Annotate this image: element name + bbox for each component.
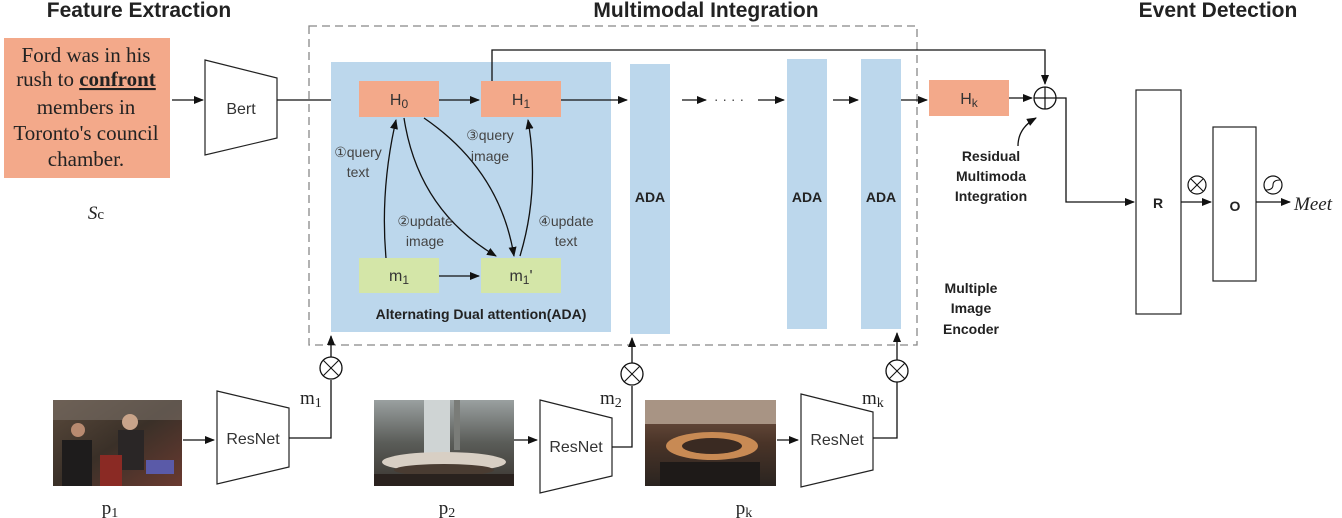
- multi-image-line-3: Encoder: [943, 321, 1000, 337]
- ada-bar-4-label: ADA: [866, 189, 896, 205]
- multi-image-line-2: Image: [951, 300, 992, 316]
- otimes-2-x2: [623, 365, 641, 383]
- residual-skip-line: [491, 49, 1049, 85]
- arrow-query-image: [423, 117, 517, 257]
- pk-label: pk: [736, 498, 753, 518]
- multimodal-integration-title: Multimodal Integration: [593, 0, 818, 22]
- h1-label: H1: [512, 92, 531, 111]
- line-resnet1-otimes: [289, 380, 332, 439]
- ada-caption: Alternating Dual attention(ADA): [376, 306, 587, 322]
- step1-label-b: text: [347, 164, 370, 180]
- m1-box: [359, 258, 439, 293]
- residual-line-2: Multimoda: [956, 168, 1026, 184]
- arrow-plus-r: [1056, 97, 1135, 206]
- line-resnet2-otimes: [612, 386, 633, 448]
- sentence-line-4: Toronto's council: [13, 121, 158, 145]
- arrow-query-text: [383, 119, 398, 259]
- step3-label-a: ③query: [466, 127, 514, 143]
- o-label: O: [1230, 198, 1241, 214]
- sentence-line-5: chamber.: [48, 147, 124, 171]
- otimes-3-x2: [888, 362, 906, 380]
- h1-box: [481, 81, 561, 117]
- output-label: Meet: [1293, 194, 1333, 215]
- h0-box: [359, 81, 439, 117]
- p2-label: p2: [439, 498, 456, 518]
- step3-label-b: image: [471, 148, 509, 164]
- feature-extraction-title: Feature Extraction: [47, 0, 231, 22]
- p1-label: p1: [102, 498, 119, 518]
- mk-out-label: mk: [862, 388, 884, 411]
- bert-label: Bert: [226, 101, 256, 118]
- step4-label-b: text: [555, 233, 578, 249]
- arrow-update-text: [519, 119, 534, 257]
- image-pk: [645, 400, 776, 486]
- hk-label: Hk: [960, 91, 979, 110]
- step2-label-a: ②update: [397, 213, 453, 229]
- ada-bar-3-label: ADA: [792, 189, 822, 205]
- sentence-label: Sc: [88, 203, 105, 224]
- r-box: [1135, 89, 1182, 315]
- o-box: [1212, 126, 1257, 282]
- r-label: R: [1153, 195, 1163, 211]
- sigmoid-curve: [1265, 179, 1281, 191]
- m1-prime-box: [481, 258, 561, 293]
- bert-encoder: [204, 59, 278, 156]
- resnet-encoder-1: [216, 390, 290, 485]
- image-p2: [374, 400, 514, 486]
- hk-box: [929, 80, 1009, 116]
- h0-label: H0: [390, 92, 409, 111]
- sentence-box: [4, 38, 170, 178]
- residual-pointer: [1017, 117, 1037, 147]
- m2-out-label: m2: [600, 388, 622, 411]
- event-detection-title: Event Detection: [1139, 0, 1298, 22]
- ada-bar-4: [861, 59, 901, 329]
- sentence-line-1: Ford was in his: [22, 43, 151, 67]
- resnet-2-label: ResNet: [549, 439, 603, 456]
- multi-image-line-1: Multiple: [945, 280, 998, 296]
- sentence-line-3: members in: [37, 95, 136, 119]
- otimes-1-x2: [322, 359, 340, 377]
- ada-bar-2: [630, 64, 670, 334]
- resnet-encoder-3: [800, 393, 874, 488]
- m1-label: m1: [389, 268, 409, 287]
- step4-label-a: ④update: [538, 213, 594, 229]
- residual-line-3: Integration: [955, 188, 1027, 204]
- m1-out-label: m1: [300, 388, 322, 411]
- residual-line-1: Residual: [962, 148, 1020, 164]
- ada-bar-2-label: ADA: [635, 189, 665, 205]
- step2-label-b: image: [406, 233, 444, 249]
- m1-prime-label: m1': [509, 268, 532, 287]
- multimodal-integration-frame: [308, 25, 918, 346]
- sentence-keyword: confront: [79, 67, 156, 91]
- step1-label-a: ①query: [334, 144, 382, 160]
- ellipsis: · · · ·: [714, 91, 744, 107]
- arrow-update-image: [403, 117, 497, 257]
- resnet-1-label: ResNet: [226, 431, 280, 448]
- sentence-line-2: rush to confront: [16, 67, 156, 91]
- otimes-x2: [1190, 178, 1204, 192]
- ada-bar-3: [787, 59, 827, 329]
- image-p1: [53, 400, 182, 486]
- resnet-3-label: ResNet: [810, 432, 864, 449]
- resnet-encoder-2: [539, 399, 613, 494]
- line-resnet3-otimes: [873, 382, 898, 439]
